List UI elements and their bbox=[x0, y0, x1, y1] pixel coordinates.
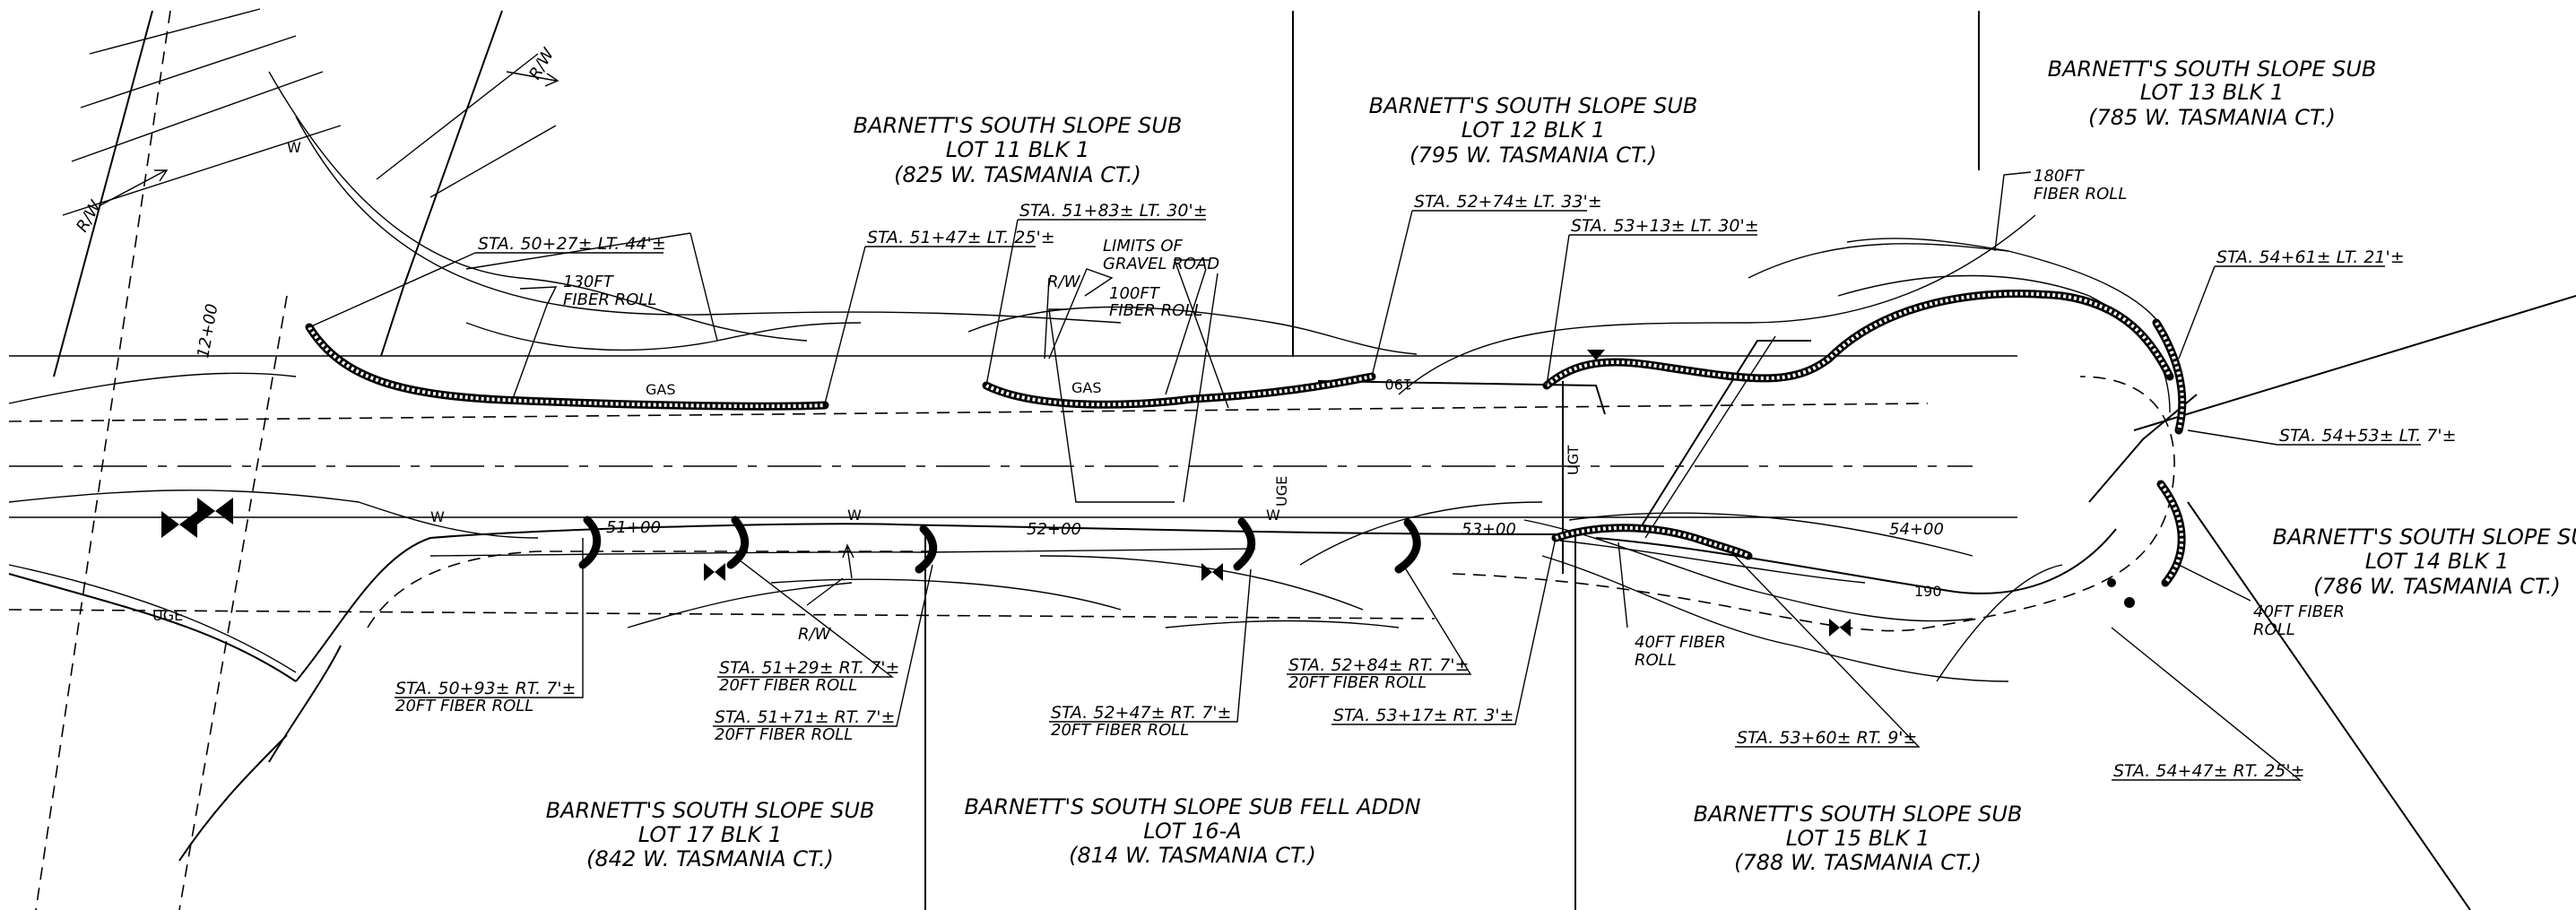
station-5317: STA. 53+17± RT. 3'± bbox=[1333, 706, 1514, 725]
svg-text:BARNETT'S SOUTH SLOPE SUB: BARNETT'S SOUTH SLOPE SUB bbox=[2273, 524, 2576, 550]
svg-text:BARNETT'S SOUTH SLOPE SUB: BARNETT'S SOUTH SLOPE SUB bbox=[2048, 56, 2377, 82]
svg-text:UGE: UGE bbox=[152, 607, 183, 624]
svg-text:20FT FIBER ROLL: 20FT FIBER ROLL bbox=[1051, 721, 1189, 740]
svg-text:BARNETT'S SOUTH SLOPE SUB: BARNETT'S SOUTH SLOPE SUB bbox=[1694, 802, 2023, 827]
valve-symbols bbox=[161, 350, 2135, 637]
svg-text:R/W: R/W bbox=[525, 44, 559, 82]
fiber-roll-notes: 130FT FIBER ROLL 100FT FIBER ROLL 180FT … bbox=[73, 44, 2345, 744]
svg-text:BARNETT'S SOUTH SLOPE SUB: BARNETT'S SOUTH SLOPE SUB bbox=[854, 113, 1183, 138]
leader-lines bbox=[308, 171, 2421, 781]
svg-text:W: W bbox=[287, 139, 301, 156]
station-5027: STA. 50+27± LT. 44'± bbox=[478, 234, 666, 254]
svg-text:LOT 17 BLK 1: LOT 17 BLK 1 bbox=[638, 822, 782, 847]
svg-text:W: W bbox=[1266, 507, 1280, 524]
svg-text:(814 W. TASMANIA CT.): (814 W. TASMANIA CT.) bbox=[1069, 843, 1316, 868]
station-5171: STA. 51+71± RT. 7'± bbox=[715, 707, 895, 727]
svg-text:LOT 11 BLK 1: LOT 11 BLK 1 bbox=[946, 137, 1089, 162]
svg-text:54+00: 54+00 bbox=[1889, 520, 1944, 539]
svg-text:BARNETT'S SOUTH SLOPE SUB: BARNETT'S SOUTH SLOPE SUB bbox=[1369, 93, 1698, 118]
svg-text:100FT: 100FT bbox=[1109, 284, 1161, 303]
svg-text:(788 W. TASMANIA CT.): (788 W. TASMANIA CT.) bbox=[1734, 850, 1982, 875]
svg-text:12+00: 12+00 bbox=[194, 302, 221, 360]
station-5147: STA. 51+47± LT. 25'± bbox=[867, 228, 1055, 247]
stationing-labels: 51+00 52+00 53+00 54+00 12+00 bbox=[194, 302, 1944, 539]
station-5453: STA. 54+53± LT. 7'± bbox=[2279, 426, 2457, 446]
right-of-way-dashed bbox=[8, 10, 2175, 910]
lot-14-label: BARNETT'S SOUTH SLOPE SUB LOT 14 BLK 1 (… bbox=[2273, 524, 2576, 599]
svg-text:BARNETT'S SOUTH SLOPE SUB: BARNETT'S SOUTH SLOPE SUB bbox=[546, 798, 875, 823]
row-markers bbox=[98, 71, 1050, 579]
svg-text:20FT FIBER ROLL: 20FT FIBER ROLL bbox=[719, 676, 857, 695]
svg-text:180FT: 180FT bbox=[2034, 167, 2086, 186]
svg-text:20FT FIBER ROLL: 20FT FIBER ROLL bbox=[715, 725, 853, 744]
svg-text:(842 W. TASMANIA CT.): (842 W. TASMANIA CT.) bbox=[586, 846, 834, 871]
svg-text:ROLL: ROLL bbox=[2253, 620, 2295, 639]
station-5461: STA. 54+61± LT. 21'± bbox=[2216, 247, 2405, 267]
svg-text:(795 W. TASMANIA CT.): (795 W. TASMANIA CT.) bbox=[1409, 143, 1657, 168]
contours bbox=[8, 8, 2171, 682]
svg-text:GRAVEL ROAD: GRAVEL ROAD bbox=[1103, 255, 1219, 273]
utility-labels: 190 UGT GAS GAS UGE 190 UGE W W W W bbox=[152, 139, 1942, 624]
svg-text:20FT FIBER ROLL: 20FT FIBER ROLL bbox=[1288, 673, 1427, 692]
svg-text:W: W bbox=[430, 508, 445, 525]
svg-text:R/W: R/W bbox=[1047, 273, 1081, 291]
svg-text:190: 190 bbox=[1384, 376, 1412, 393]
svg-text:FIBER ROLL: FIBER ROLL bbox=[1109, 301, 1202, 320]
svg-text:20FT FIBER ROLL: 20FT FIBER ROLL bbox=[395, 697, 533, 715]
svg-text:40FT FIBER: 40FT FIBER bbox=[2253, 602, 2345, 621]
lot-17-label: BARNETT'S SOUTH SLOPE SUB LOT 17 BLK 1 (… bbox=[546, 798, 875, 871]
svg-text:(785 W. TASMANIA CT.): (785 W. TASMANIA CT.) bbox=[2088, 105, 2336, 130]
svg-text:51+00: 51+00 bbox=[606, 518, 661, 537]
station-5247: STA. 52+47± RT. 7'± bbox=[1051, 703, 1231, 723]
station-5274: STA. 52+74± LT. 33'± bbox=[1414, 192, 1602, 212]
lot-16a-label: BARNETT'S SOUTH SLOPE SUB FELL ADDN LOT … bbox=[964, 794, 1420, 868]
station-5129: STA. 51+29± RT. 7'± bbox=[719, 658, 899, 678]
station-5093: STA. 50+93± RT. 7'± bbox=[395, 679, 576, 698]
lot-15-label: BARNETT'S SOUTH SLOPE SUB LOT 15 BLK 1 (… bbox=[1694, 802, 2023, 875]
svg-text:LOT 15 BLK 1: LOT 15 BLK 1 bbox=[1786, 826, 1930, 851]
station-5313: STA. 53+13± LT. 30'± bbox=[1571, 216, 1759, 236]
svg-text:LOT 12 BLK 1: LOT 12 BLK 1 bbox=[1461, 117, 1605, 143]
svg-text:ROLL: ROLL bbox=[1635, 651, 1677, 670]
station-5284: STA. 52+84± RT. 7'± bbox=[1288, 655, 1469, 675]
svg-text:FIBER ROLL: FIBER ROLL bbox=[563, 290, 656, 309]
lot-11-label: BARNETT'S SOUTH SLOPE SUB LOT 11 BLK 1 (… bbox=[854, 113, 1183, 187]
station-callouts: STA. 50+27± LT. 44'± STA. 51+47± LT. 25'… bbox=[395, 192, 2457, 781]
svg-text:130FT: 130FT bbox=[563, 273, 615, 291]
station-5447: STA. 54+47± RT. 25'± bbox=[2113, 761, 2305, 781]
svg-text:(825 W. TASMANIA CT.): (825 W. TASMANIA CT.) bbox=[894, 162, 1141, 187]
svg-text:FIBER ROLL: FIBER ROLL bbox=[2034, 185, 2127, 204]
lot-13-label: BARNETT'S SOUTH SLOPE SUB LOT 13 BLK 1 (… bbox=[2048, 56, 2377, 130]
svg-text:LIMITS OF: LIMITS OF bbox=[1103, 237, 1183, 256]
svg-text:190: 190 bbox=[1914, 583, 1942, 600]
svg-text:52+00: 52+00 bbox=[1027, 520, 1081, 539]
svg-text:W: W bbox=[847, 507, 862, 524]
svg-text:UGE: UGE bbox=[1273, 476, 1290, 507]
svg-text:LOT 14 BLK 1: LOT 14 BLK 1 bbox=[2365, 549, 2509, 574]
svg-text:(786 W. TASMANIA CT.): (786 W. TASMANIA CT.) bbox=[2313, 574, 2561, 599]
svg-text:GAS: GAS bbox=[646, 381, 676, 398]
svg-text:R/W: R/W bbox=[798, 625, 832, 644]
fiber-rolls bbox=[305, 290, 2187, 587]
svg-text:GAS: GAS bbox=[1071, 379, 1102, 396]
svg-text:53+00: 53+00 bbox=[1461, 520, 1516, 539]
svg-text:40FT FIBER: 40FT FIBER bbox=[1635, 633, 1726, 652]
station-5360: STA. 53+60± RT. 9'± bbox=[1737, 728, 1917, 748]
svg-text:BARNETT'S SOUTH SLOPE SUB FELL: BARNETT'S SOUTH SLOPE SUB FELL ADDN bbox=[964, 794, 1420, 819]
utility-lines bbox=[8, 335, 2198, 862]
svg-text:LOT 16-A: LOT 16-A bbox=[1143, 819, 1241, 844]
station-5183: STA. 51+83± LT. 30'± bbox=[1019, 201, 1208, 221]
svg-text:UGT: UGT bbox=[1565, 445, 1582, 475]
lot-12-label: BARNETT'S SOUTH SLOPE SUB LOT 12 BLK 1 (… bbox=[1369, 93, 1698, 168]
svg-text:LOT 13 BLK 1: LOT 13 BLK 1 bbox=[2140, 80, 2284, 105]
